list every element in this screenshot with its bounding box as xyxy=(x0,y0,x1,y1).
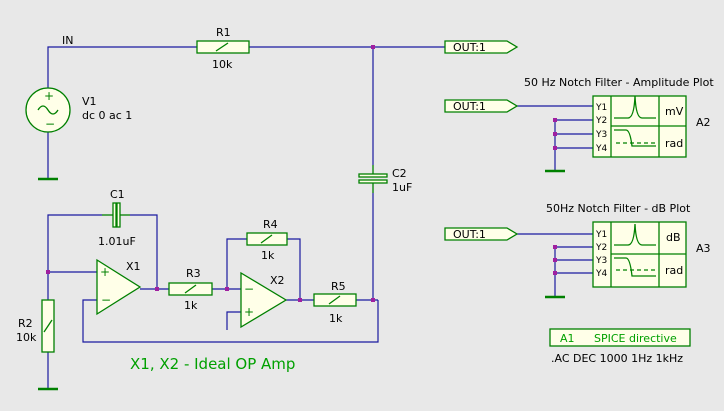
r5-value: 1k xyxy=(329,312,343,325)
plot-a3-pin-y4: Y4 xyxy=(595,269,607,279)
opamp-x1[interactable]: + − X1 xyxy=(96,258,142,316)
plot-a2-pin-y3: Y3 xyxy=(595,130,607,140)
x1-name: X1 xyxy=(126,260,141,273)
net-flag-out-a3-label: OUT:1 xyxy=(453,228,486,241)
plot-a2-pin-y1: Y1 xyxy=(595,103,607,113)
plot-a2-pin-y2: Y2 xyxy=(595,116,607,126)
r3-value: 1k xyxy=(184,299,198,312)
plot-a2-unit-bottom: rad xyxy=(665,137,683,150)
resistor-r5[interactable]: R5 1k xyxy=(313,280,357,325)
plot-a3-pin-y2: Y2 xyxy=(595,243,607,253)
plot-a3-name: A3 xyxy=(696,242,711,255)
voltage-source-v1[interactable]: + − V1 dc 0 ac 1 xyxy=(25,87,132,133)
r2-value: 10k xyxy=(16,331,37,344)
net-flag-out-a2[interactable]: OUT:1 xyxy=(444,99,519,113)
plot-a2-pin-y4: Y4 xyxy=(595,144,607,154)
v1-name: V1 xyxy=(82,95,97,108)
plot-a3-unit-bottom: rad xyxy=(665,264,683,277)
opamp-note: X1, X2 - Ideal OP Amp xyxy=(130,355,295,373)
x1-plus-sign: + xyxy=(100,265,110,279)
plot-a2-unit-top: mV xyxy=(665,105,684,118)
junctions xyxy=(46,45,557,302)
plot-a3-pin-y1: Y1 xyxy=(595,230,607,240)
x2-plus-sign: + xyxy=(244,305,254,319)
r2-name: R2 xyxy=(18,317,33,330)
v1-minus-sign: − xyxy=(45,117,55,131)
net-flag-out-top[interactable]: OUT:1 xyxy=(444,40,519,54)
directive-name: A1 xyxy=(560,332,575,345)
r5-name: R5 xyxy=(331,280,346,293)
directive-label: SPICE directive xyxy=(594,332,677,345)
r4-value: 1k xyxy=(261,249,275,262)
resistor-r3[interactable]: R3 1k xyxy=(168,267,213,312)
plot-block-a2[interactable]: 50 Hz Notch Filter - Amplitude Plot Y1 Y… xyxy=(524,76,714,158)
plot-a3-unit-top: dB xyxy=(666,231,681,244)
net-flag-out-a2-label: OUT:1 xyxy=(453,100,486,113)
x2-name: X2 xyxy=(270,274,285,287)
net-flag-out-top-label: OUT:1 xyxy=(453,41,486,54)
opamp-x2[interactable]: − + X2 xyxy=(240,271,288,329)
capacitor-c1[interactable]: C1 1.01uF xyxy=(98,188,136,248)
c1-name: C1 xyxy=(110,188,125,201)
resistor-r1[interactable]: R1 10k xyxy=(196,26,250,71)
c2-value: 1uF xyxy=(392,181,412,194)
capacitor-c2[interactable]: C2 1uF xyxy=(358,165,412,194)
c2-name: C2 xyxy=(392,167,407,180)
resistor-r4[interactable]: R4 1k xyxy=(246,218,288,262)
v1-value: dc 0 ac 1 xyxy=(82,109,132,122)
x2-minus-sign: − xyxy=(244,282,254,296)
r4-name: R4 xyxy=(263,218,278,231)
net-flag-out-a3[interactable]: OUT:1 xyxy=(444,227,519,241)
spice-directive-block[interactable]: A1 SPICE directive .AC DEC 1000 1Hz 1kHz xyxy=(549,328,691,365)
x1-minus-sign: − xyxy=(101,293,111,307)
directive-command: .AC DEC 1000 1Hz 1kHz xyxy=(551,352,683,365)
plot-a3-pin-y3: Y3 xyxy=(595,256,607,266)
r1-name: R1 xyxy=(216,26,231,39)
c1-value: 1.01uF xyxy=(98,235,136,248)
plot-a2-name: A2 xyxy=(696,116,711,129)
wires xyxy=(47,46,593,388)
r1-value: 10k xyxy=(212,58,233,71)
net-label-in: IN xyxy=(62,34,73,47)
v1-plus-sign: + xyxy=(44,89,54,103)
resistor-r2[interactable]: R2 10k xyxy=(16,299,55,353)
plot-a2-title: 50 Hz Notch Filter - Amplitude Plot xyxy=(524,76,714,89)
r3-name: R3 xyxy=(186,267,201,280)
plot-a3-title: 50Hz Notch Filter - dB Plot xyxy=(546,202,691,215)
plot-block-a3[interactable]: 50Hz Notch Filter - dB Plot Y1 Y2 Y3 Y4 … xyxy=(546,202,711,288)
